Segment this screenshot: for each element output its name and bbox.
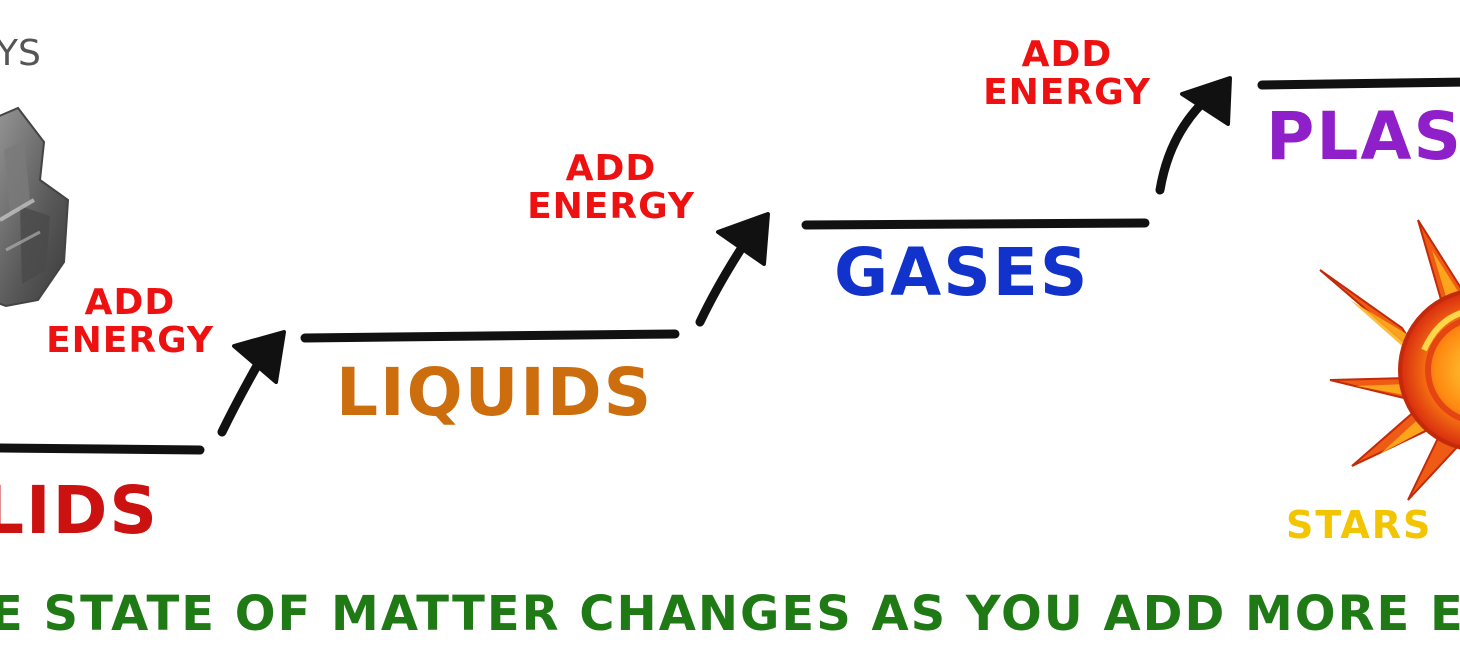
- add-energy-line-1: ADD: [84, 282, 176, 323]
- liquids-label: LIQUIDS: [336, 354, 654, 431]
- arrow-liquids-to-gases: [695, 212, 770, 327]
- rock-icon: [0, 106, 70, 308]
- top-label-fragment: YS: [0, 33, 41, 74]
- add-energy-label-2: ADD ENERGY: [520, 150, 702, 226]
- sun-icon: [1319, 219, 1460, 501]
- add-energy-label-3: ADD ENERGY: [976, 36, 1158, 112]
- stars-label: STARS: [1286, 503, 1433, 547]
- solids-step-line: [0, 443, 205, 455]
- add-energy-line-2: ENERGY: [983, 72, 1151, 113]
- add-energy-label-1: ADD ENERGY: [40, 284, 220, 360]
- gases-label: GASES: [834, 234, 1090, 311]
- plasma-step-line: [1257, 77, 1460, 90]
- add-energy-line-2: ENERGY: [46, 320, 214, 361]
- arrow-gases-to-plasma: [1155, 76, 1232, 195]
- add-energy-line-1: ADD: [1021, 34, 1113, 75]
- plasma-label: PLAS: [1266, 98, 1460, 175]
- diagram-caption: E STATE OF MATTER CHANGES AS YOU ADD MOR…: [0, 586, 1460, 642]
- gases-step-line: [801, 218, 1150, 230]
- arrow-solids-to-liquids: [217, 330, 286, 437]
- add-energy-line-2: ENERGY: [527, 186, 695, 227]
- step-lines: [0, 77, 1460, 455]
- add-energy-line-1: ADD: [565, 148, 657, 189]
- liquids-step-line: [300, 329, 680, 343]
- solids-label: LIDS: [0, 472, 159, 549]
